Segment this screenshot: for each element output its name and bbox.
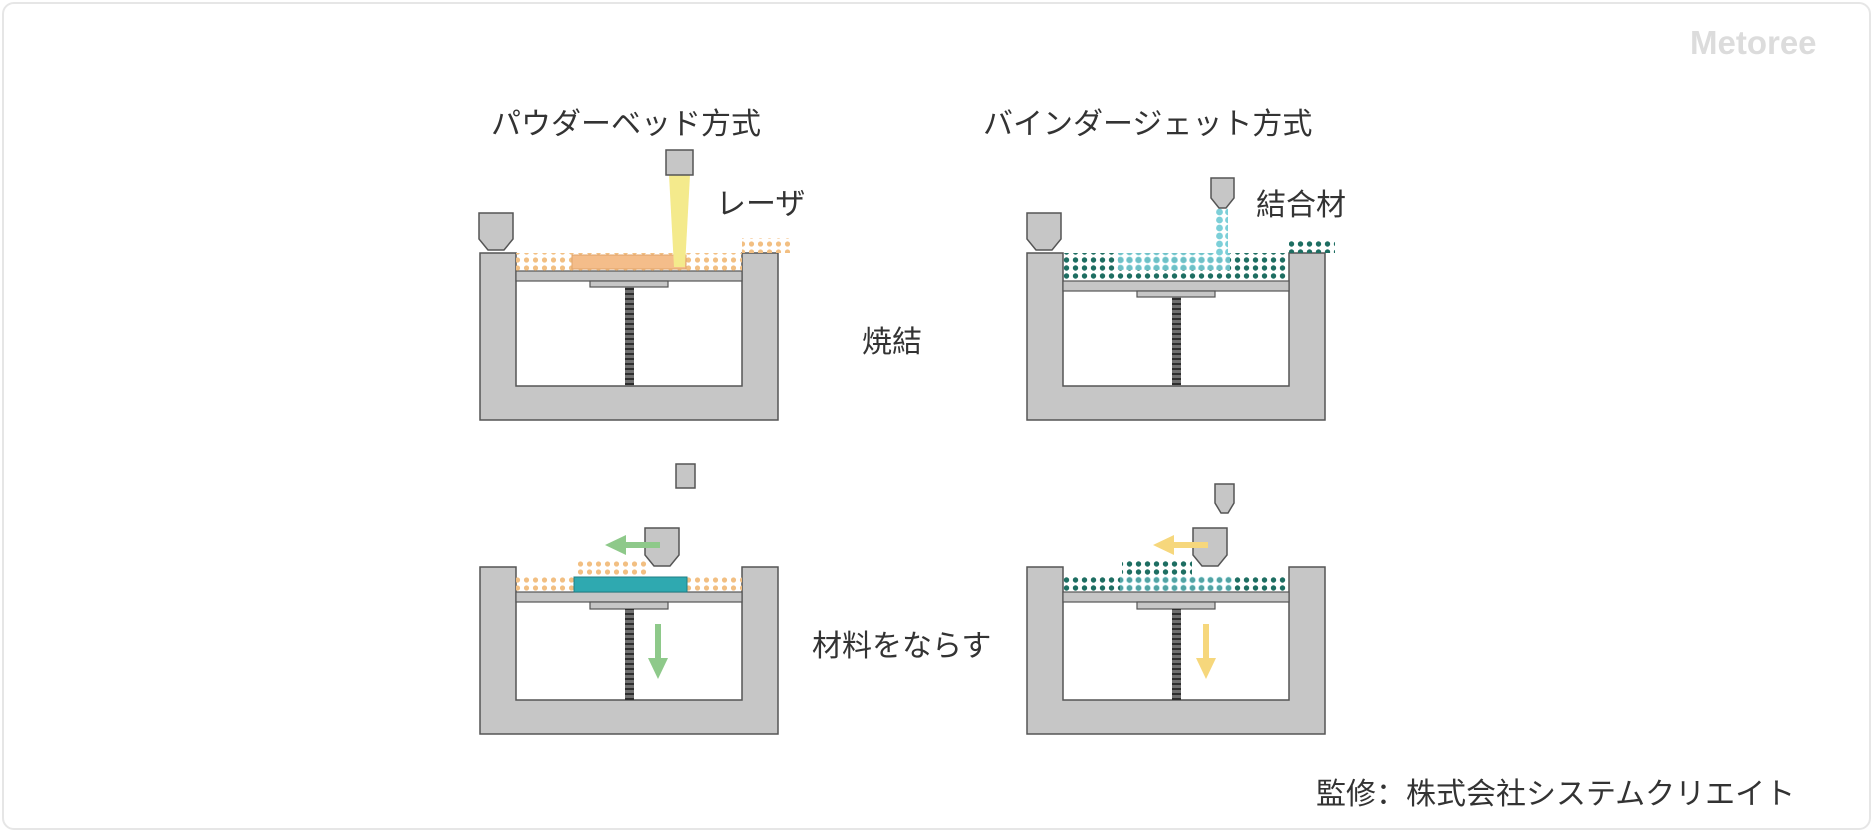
step-leveling-label: 材料をならす (812, 629, 991, 664)
lead-screw (625, 609, 634, 700)
sintered-part (571, 254, 687, 270)
solid-part (573, 576, 688, 593)
lead-screw (1172, 609, 1181, 700)
arrow-left-icon (605, 535, 660, 555)
binder-jet-title: バインダージェット方式 (983, 107, 1312, 142)
platform-bracket (589, 280, 669, 288)
powder-pile (1122, 560, 1192, 575)
recoater-blade (1026, 212, 1062, 251)
powder-bed-leveling-machine (479, 463, 779, 735)
recoater-blade (1192, 527, 1228, 567)
laser-head-icon (675, 463, 696, 489)
binder-nozzle-icon (1210, 177, 1235, 209)
build-chamber (1026, 566, 1326, 735)
platform-bracket (1136, 601, 1216, 610)
build-chamber (479, 566, 779, 735)
watermark-logo: Metoree (1690, 24, 1817, 61)
laser-label: レーザ (716, 187, 805, 222)
binder-jet-stream (1216, 208, 1228, 258)
powder-bed-sintering-machine (478, 149, 790, 421)
binder-nozzle-icon (1214, 483, 1235, 514)
arrow-down-icon (1196, 624, 1216, 679)
lead-screw (1172, 297, 1181, 386)
laser-beam (669, 175, 690, 267)
build-platform (515, 270, 743, 282)
build-platform (515, 591, 743, 603)
powder-pile (577, 560, 649, 575)
binder-layer (1120, 576, 1232, 592)
recoater-blade (478, 212, 514, 251)
recoater-blade (644, 527, 680, 567)
binder-layer (1118, 253, 1230, 270)
credit-text: 監修：株式会社システムクリエイト (1316, 777, 1795, 812)
arrow-left-icon (1153, 535, 1208, 555)
powder-bed-title: パウダーベッド方式 (491, 107, 761, 142)
binder-jet-machine (1026, 177, 1335, 421)
build-platform (1062, 280, 1290, 292)
laser-head-icon (665, 149, 694, 176)
platform-bracket (589, 601, 669, 610)
powder-supply (1289, 239, 1335, 253)
platform-bracket (1136, 290, 1216, 298)
arrow-down-icon (648, 624, 668, 679)
build-platform (1062, 591, 1290, 603)
lead-screw (625, 287, 634, 386)
step-sintering-label: 焼結 (862, 325, 922, 360)
binder-label: 結合材 (1256, 188, 1346, 223)
powder-supply (742, 238, 790, 253)
binder-jet-leveling-machine (1026, 483, 1326, 735)
